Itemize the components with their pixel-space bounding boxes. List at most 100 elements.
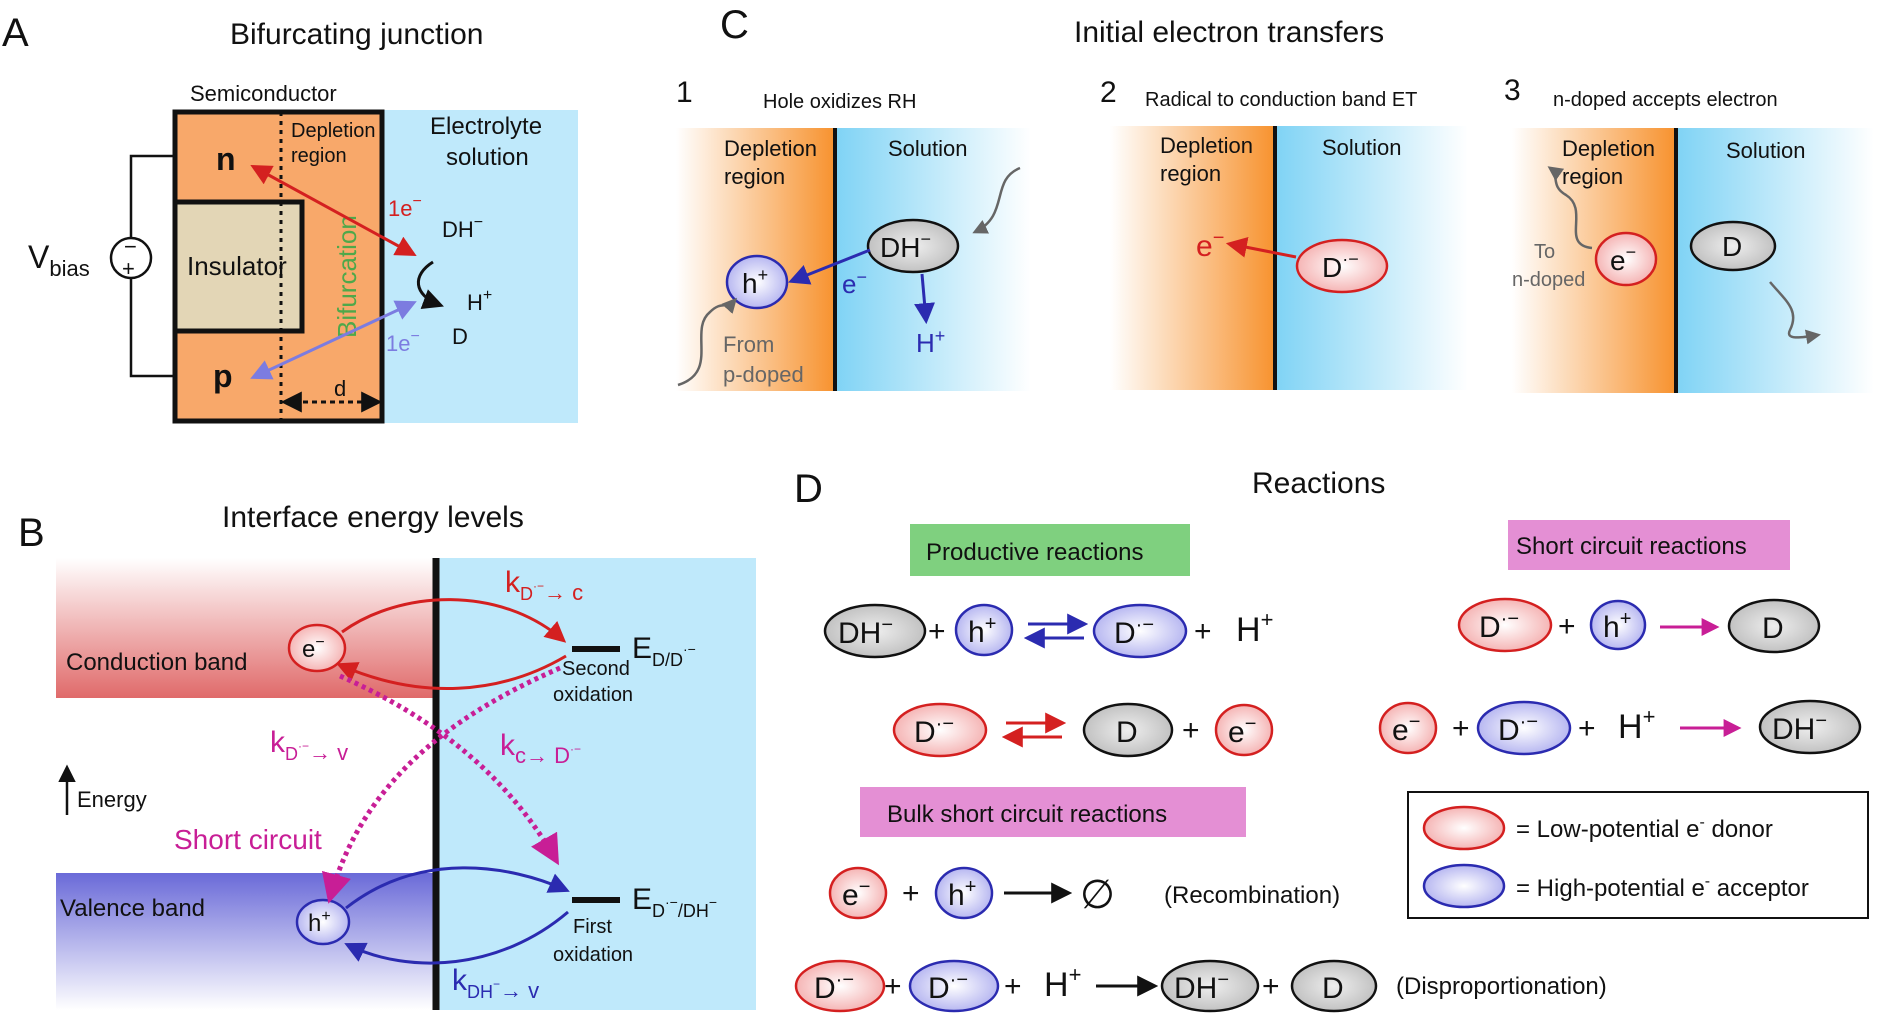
- legend-low-swatch: [1422, 805, 1506, 851]
- s2-proton: H+: [1618, 704, 1655, 746]
- step-1-from-1: From: [723, 332, 774, 357]
- step-2-electron-arrow: [1225, 236, 1297, 259]
- s2-plus-2: +: [1578, 712, 1596, 745]
- r2-d-radical-red-label: D·−: [814, 969, 854, 1005]
- step-3-depl-2: region: [1562, 164, 1623, 189]
- p1-dh: [823, 603, 927, 659]
- rate-c-to-d-arrow: [338, 673, 559, 866]
- s2-plus: +: [1452, 712, 1470, 745]
- oxidation-curved-arrow: [416, 260, 444, 309]
- r2-d: [1290, 959, 1378, 1013]
- recombination-label: (Recombination): [1164, 882, 1340, 909]
- step-1-from-arrow: [677, 297, 738, 387]
- r2-dh: [1160, 959, 1260, 1013]
- rate-c-to-d-label: kc→ D·−: [500, 729, 581, 768]
- e-d-level-label: ED/D·−: [632, 632, 696, 670]
- electrolyte-label-1: Electrolyte: [430, 113, 542, 140]
- step-2-depl-1: Depletion: [1160, 133, 1253, 158]
- s2-d-radical-label: D·−: [1498, 711, 1538, 747]
- panel-b-letter: B: [18, 511, 45, 555]
- electron-bottom-label: 1e−: [386, 328, 420, 356]
- short-circuit-title: Short circuit reactions: [1516, 533, 1747, 560]
- r2-d-radical-blue-label: D·−: [928, 969, 968, 1005]
- e-ddh-level-label: ED·−/DH−: [632, 883, 717, 921]
- p2-d-label: D: [1116, 716, 1138, 749]
- s2-dh-label: DH−: [1772, 710, 1827, 746]
- panel-b: B Interface energy levels Conduction ban…: [18, 501, 756, 1010]
- r2-plus-3: +: [1262, 970, 1280, 1003]
- step-2-d-radical: [1295, 238, 1389, 294]
- p2-electron: [1214, 703, 1274, 757]
- depletion-label-1: Depletion: [291, 120, 376, 142]
- step-1-electron-arrow: [788, 248, 871, 285]
- rate-d-to-c-label: kD·−→ c: [505, 566, 583, 605]
- bias-source: [109, 236, 153, 280]
- conduction-band-label: Conduction band: [66, 649, 247, 676]
- panel-a-title: Bifurcating junction: [230, 18, 483, 51]
- p1-proton: H+: [1236, 607, 1273, 649]
- s1-d-radical: [1457, 597, 1553, 653]
- r1-electron: [828, 866, 888, 920]
- r2-d-radical-blue: [908, 959, 1000, 1013]
- p2-d-radical-label: D·−: [914, 713, 954, 749]
- bias-minus: −: [124, 234, 137, 259]
- step-3-electron-label: e−: [1610, 242, 1636, 276]
- step-3-d: [1689, 220, 1777, 272]
- step-1-hole: [725, 254, 789, 310]
- panel-c-title: Initial electron transfers: [1074, 16, 1384, 49]
- legend-high-label: = High-potential e- acceptor: [1516, 873, 1809, 902]
- s1-hole-label: h+: [1603, 608, 1631, 644]
- step-1-electron-label: e−: [842, 267, 867, 299]
- rate-dh-to-v-label: kDH−→ v: [452, 964, 539, 1003]
- step-3-depl-1: Depletion: [1562, 136, 1655, 161]
- step-1-proton-label: H+: [916, 326, 945, 358]
- step-1-solution-label: Solution: [888, 136, 968, 161]
- short-circuit-header: [1508, 520, 1790, 570]
- short-circuit-label: Short circuit: [174, 824, 322, 855]
- p1-d-radical-label: D·−: [1114, 614, 1154, 650]
- rate-d-to-c-arrow: [336, 654, 567, 690]
- r2-d-label: D: [1322, 972, 1344, 1005]
- s2-d-radical: [1476, 700, 1572, 756]
- disproportionation-label: (Disproportionation): [1396, 973, 1607, 1000]
- first-oxidation-1: First: [573, 916, 612, 938]
- panel-d-letter: D: [794, 467, 823, 511]
- step-3-diffusion-arrow: [1769, 281, 1821, 345]
- rate-dh-to-v-arrow: [344, 910, 569, 965]
- step-1-diffusion-arrow: [972, 166, 1021, 234]
- r2-plus: +: [884, 970, 902, 1003]
- depletion-label-2: region: [291, 145, 347, 167]
- panel-c-letter: C: [720, 3, 749, 47]
- r1-hole: [934, 866, 994, 920]
- insulator-label: Insulator: [187, 251, 287, 281]
- p2-electron-label: e−: [1228, 713, 1256, 749]
- bulk-header: [860, 787, 1246, 837]
- electron-carrier-label: e−: [302, 634, 325, 663]
- legend-high-swatch: [1422, 863, 1506, 909]
- p2-d-radical: [892, 702, 988, 758]
- panel-d: D Reactions Productive reactions Short c…: [794, 467, 1869, 1013]
- semiconductor-label: Semiconductor: [190, 81, 337, 106]
- step-1-caption: Hole oxidizes RH: [763, 91, 916, 113]
- hole-carrier-label: h+: [308, 908, 331, 937]
- s2-dh: [1758, 699, 1862, 755]
- step-2-d-label: D·−: [1322, 249, 1359, 283]
- r2-proton: H+: [1044, 962, 1081, 1004]
- electrolyte-label-2: solution: [446, 144, 529, 171]
- r2-plus-2: +: [1004, 970, 1022, 1003]
- p1-plus: +: [928, 615, 946, 648]
- n-label: n: [216, 141, 236, 177]
- bifurcation-label: Bifurcation: [332, 215, 362, 338]
- s1-d-label: D: [1762, 612, 1784, 645]
- step-1-dh: [866, 218, 960, 274]
- r2-dh-label: DH−: [1174, 969, 1229, 1005]
- rate-v-to-dh-arrow: [345, 866, 570, 910]
- first-oxidation-2: oxidation: [553, 944, 633, 966]
- solution-region: [436, 558, 756, 1010]
- step-1-hole-label: h+: [742, 265, 768, 299]
- s2-electron-label: e−: [1392, 711, 1420, 747]
- s1-d: [1727, 598, 1821, 654]
- step-3-electron: [1594, 231, 1658, 287]
- r1-plus: +: [902, 877, 920, 910]
